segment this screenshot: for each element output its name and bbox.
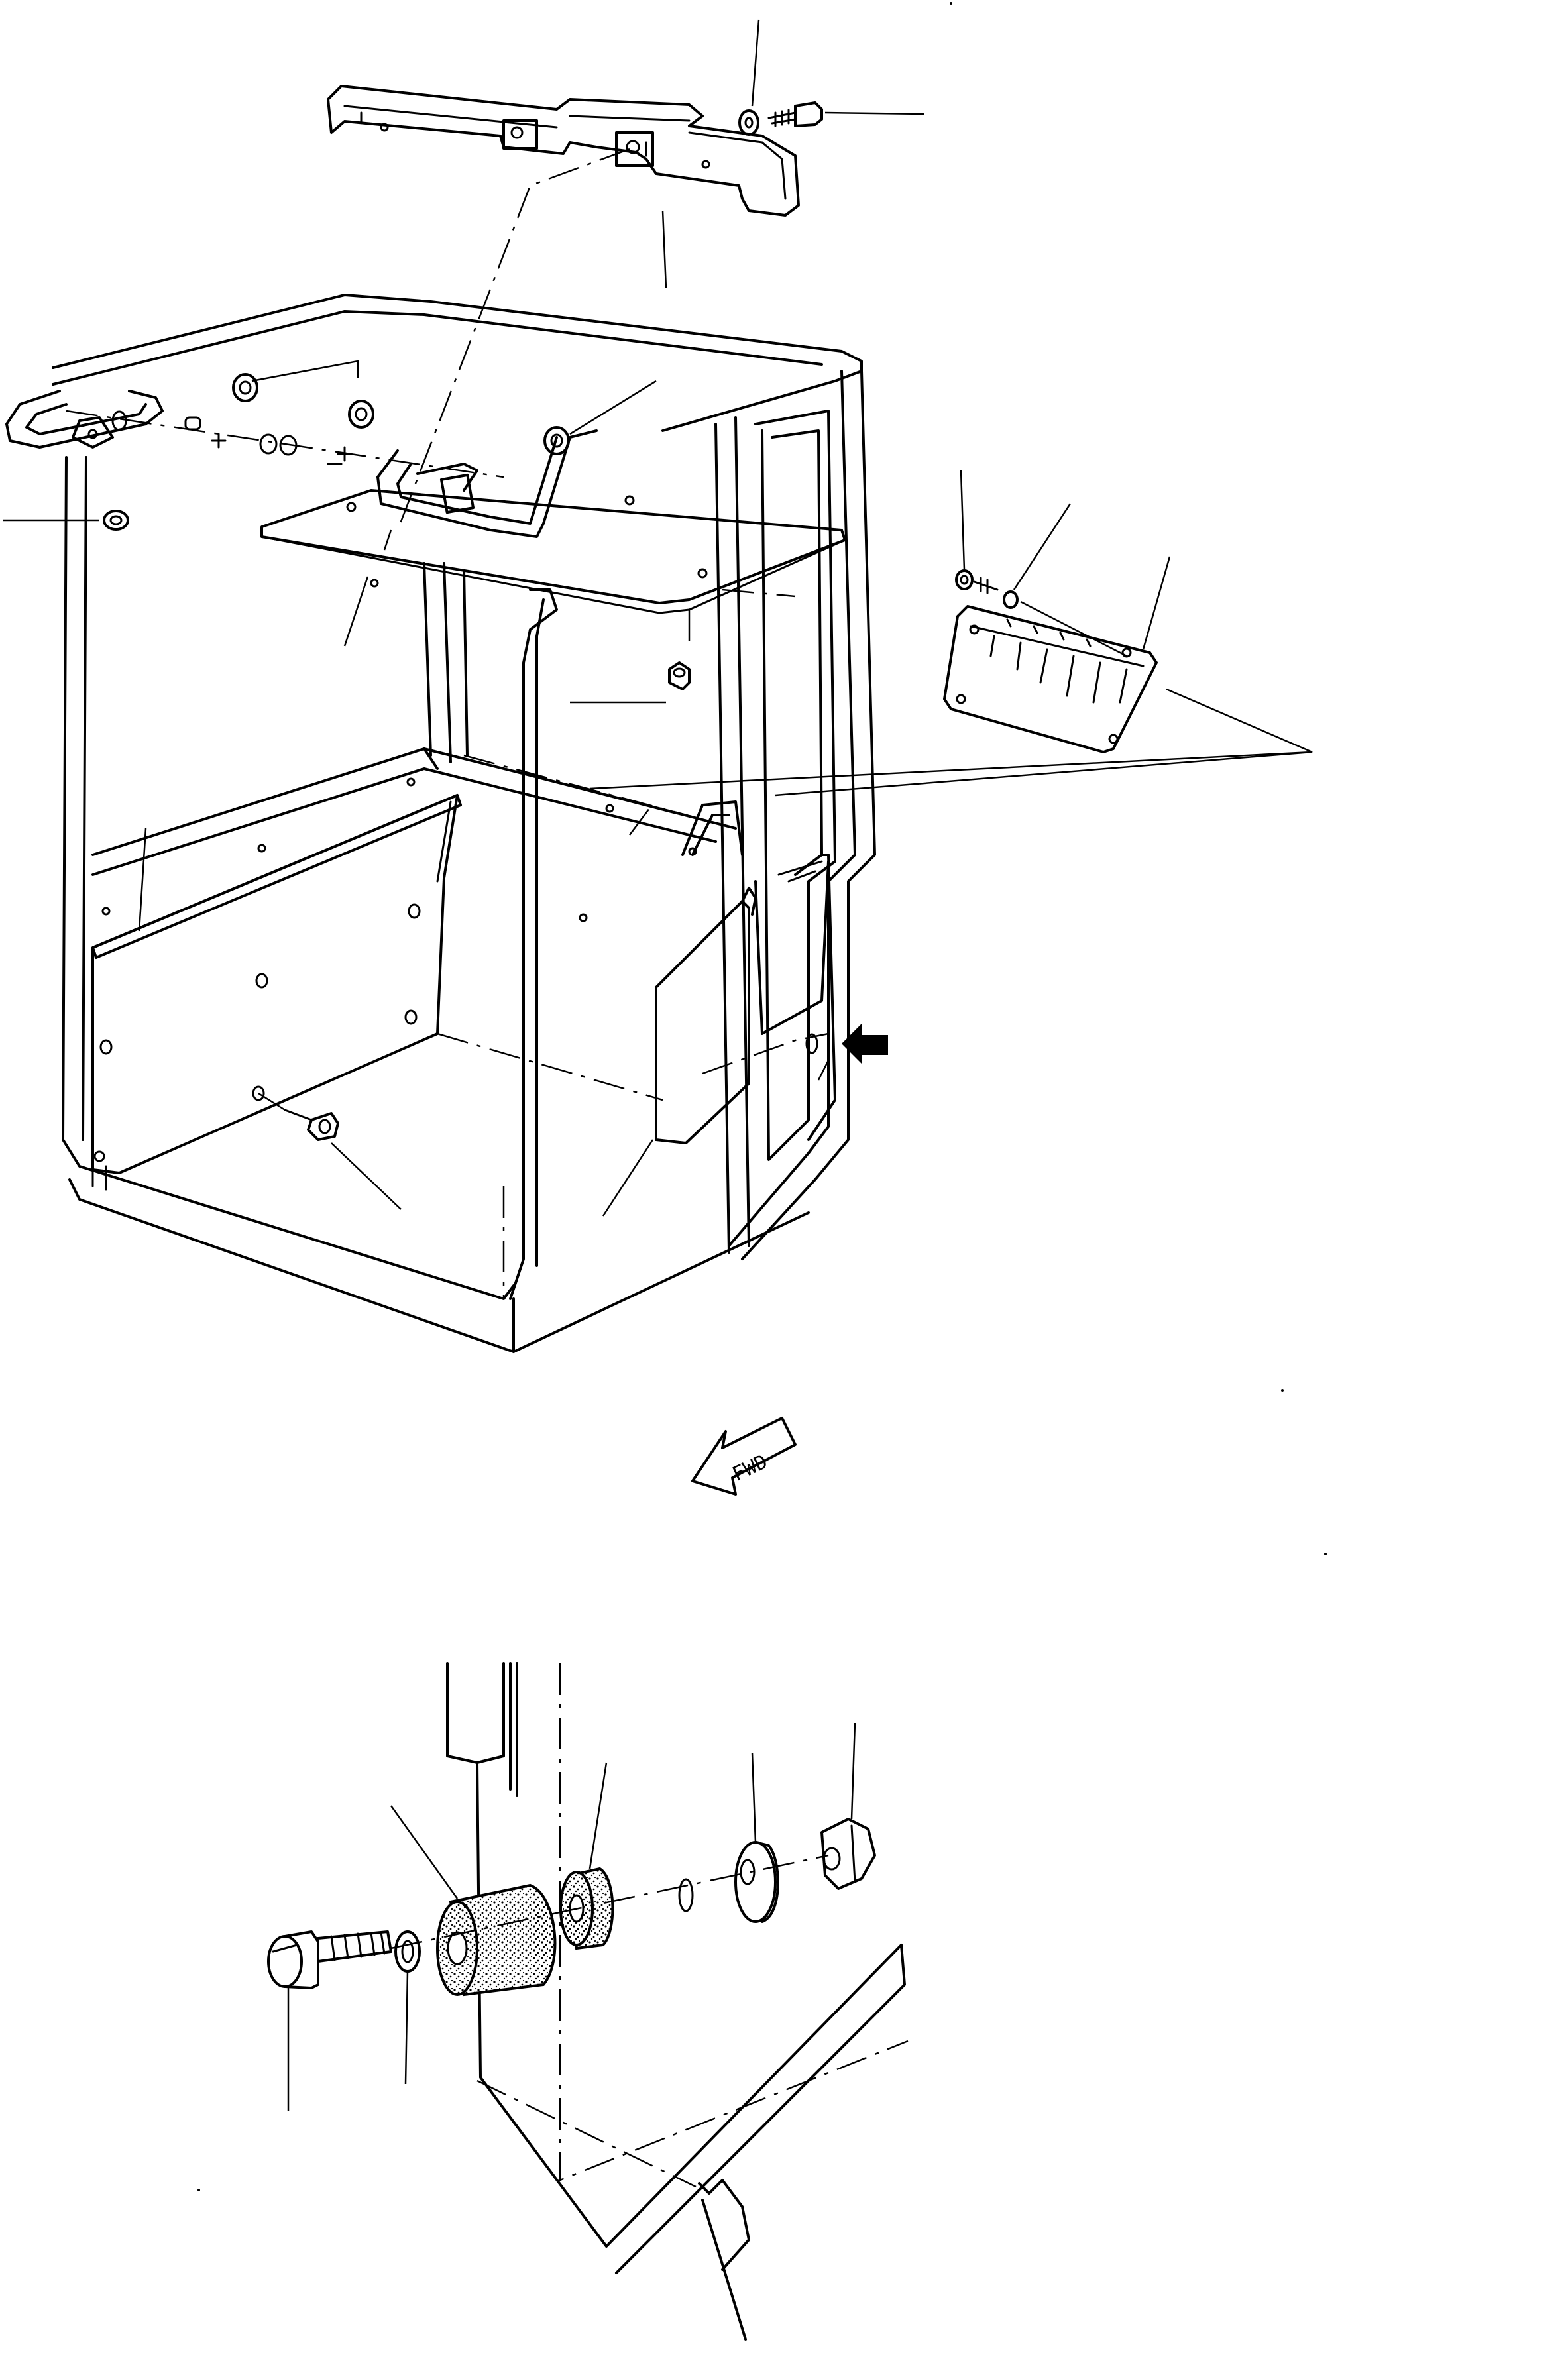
top-bolt-washer <box>738 19 925 136</box>
cab-hidden-lines <box>383 529 796 1299</box>
speck <box>1281 1389 1284 1392</box>
roof-markings <box>66 410 504 478</box>
detail-small-bush <box>559 1867 614 1950</box>
detail-rubber-bush <box>436 1883 557 1997</box>
panel-stud <box>570 610 691 704</box>
speck <box>197 2189 200 2191</box>
bracket-block-right <box>615 131 654 167</box>
bracket-leader <box>661 210 667 289</box>
centerline-bracket <box>396 148 630 531</box>
cab-frame <box>5 294 876 1353</box>
door-interior <box>702 860 830 1081</box>
rear-plate <box>589 470 1313 797</box>
roof-panel <box>260 489 846 647</box>
speck <box>1324 1553 1327 1555</box>
roof-bracket <box>327 85 800 217</box>
detail-bolt <box>267 1930 392 1989</box>
panel-screw <box>258 1092 402 1210</box>
speck <box>950 2 952 5</box>
door-panel <box>602 887 757 1217</box>
roof-mounts <box>3 360 657 531</box>
left-side-panel <box>91 794 462 1174</box>
left-grab-bracket <box>72 416 114 449</box>
detail-view <box>267 1662 909 2341</box>
roof-handrail <box>376 429 598 538</box>
detail-thin-washer <box>678 1878 694 1912</box>
detail-spring-washer <box>394 1930 421 1973</box>
fwd-arrow-icon: FWD <box>691 1417 797 1496</box>
view-direction-arrow-icon <box>842 1024 888 1064</box>
detail-nut <box>820 1818 876 1890</box>
fwd-label: FWD <box>729 1450 771 1486</box>
bracket-block-left <box>502 119 538 150</box>
detail-flat-washer <box>734 1841 779 1923</box>
